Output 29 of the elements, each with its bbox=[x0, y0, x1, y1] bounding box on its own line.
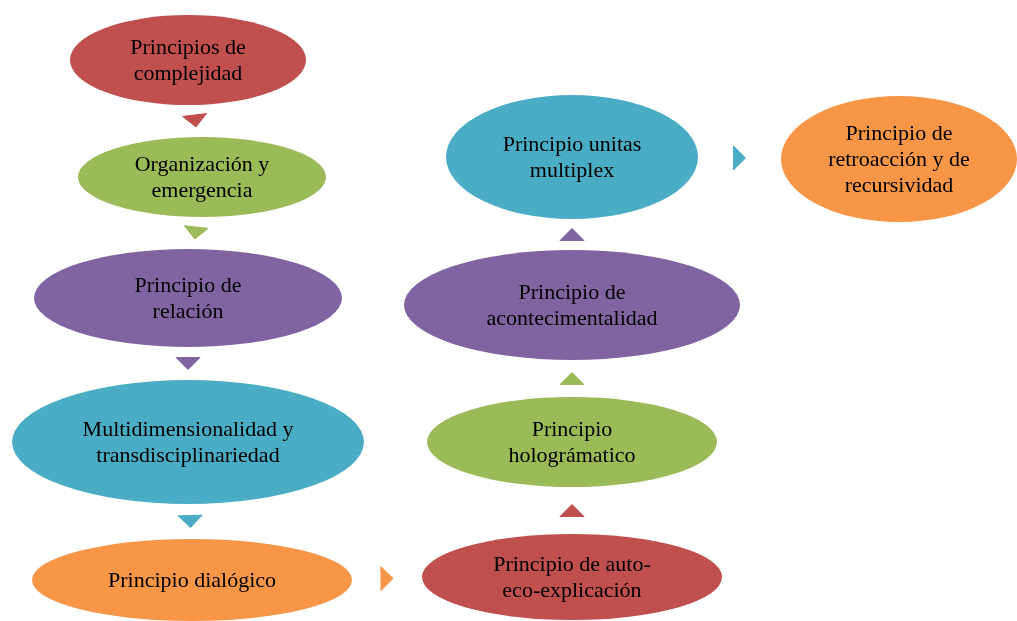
arrow-triangle bbox=[559, 504, 585, 517]
node-text: Principios de complejidad bbox=[129, 34, 247, 86]
node-text: Principio holográmatico bbox=[507, 416, 637, 468]
arrow-triangle bbox=[175, 357, 201, 370]
ellipse-node bbox=[34, 249, 342, 347]
arrow-triangle bbox=[183, 225, 209, 240]
ellipse-node bbox=[70, 15, 306, 105]
arrow-triangle bbox=[380, 566, 394, 591]
node-text: Principio de auto-eco-explicación bbox=[492, 551, 652, 603]
node-text: Principio de relación bbox=[133, 272, 243, 324]
ellipse-node bbox=[781, 96, 1017, 222]
arrow-triangle bbox=[732, 145, 746, 171]
ellipse-node bbox=[446, 95, 698, 219]
arrow-triangle bbox=[177, 514, 203, 528]
ellipse-node bbox=[427, 397, 717, 487]
node-text: Principio unitas multiplex bbox=[501, 131, 643, 183]
node-text: Organización y emergencia bbox=[133, 151, 271, 203]
ellipse-node bbox=[404, 250, 740, 360]
ellipse-node bbox=[32, 539, 352, 621]
node-text: Principio de retroacción y de recursividad bbox=[827, 120, 971, 198]
ellipse-node bbox=[78, 137, 326, 217]
node-text: Multidimensionalidad y transdisciplinariedad bbox=[81, 416, 295, 468]
arrow-triangle bbox=[182, 113, 207, 128]
arrow-triangle bbox=[559, 372, 585, 385]
node-text: Principio de acontecimentalidad bbox=[485, 279, 659, 331]
ellipse-node bbox=[422, 534, 722, 620]
arrow-triangle bbox=[559, 228, 585, 241]
node-text: Principio dialógico bbox=[108, 567, 276, 593]
ellipse-node bbox=[12, 380, 364, 504]
